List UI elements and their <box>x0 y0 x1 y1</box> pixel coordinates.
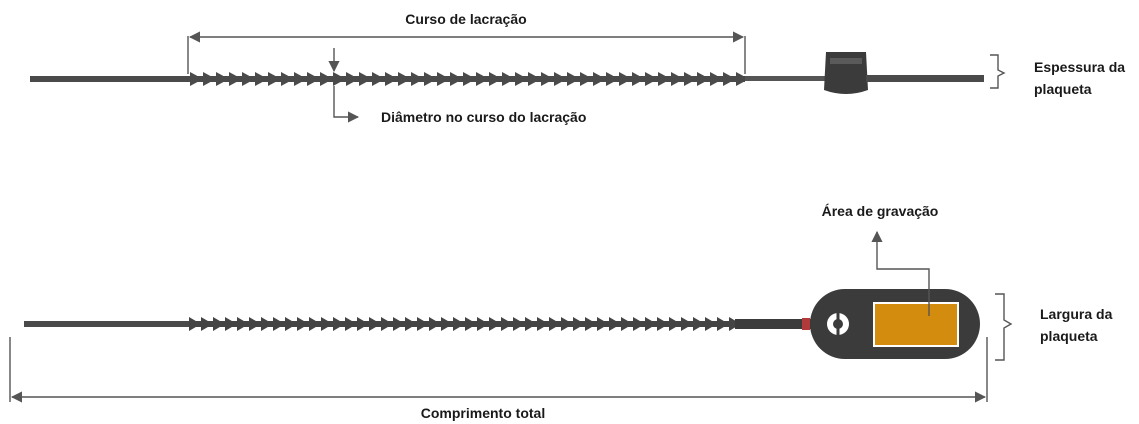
strap-tip-side <box>30 76 190 82</box>
strap-joint <box>802 318 810 330</box>
lock-head-highlight <box>830 58 862 64</box>
engraving-area <box>873 302 959 347</box>
diametro-dimension: Diâmetro no curso do lacração <box>328 48 586 125</box>
largura-label-line1: Largura da <box>1040 306 1113 322</box>
serrated-strap-side <box>190 72 749 86</box>
strap-neck-side <box>745 76 825 81</box>
strap-neck-top <box>735 319 813 329</box>
espessura-label-line1: Espessura da <box>1034 59 1125 75</box>
area-gravacao-label: Área de gravação <box>822 203 939 219</box>
curso-lacracao-label: Curso de lacração <box>405 11 526 27</box>
comprimento-total-dimension: Comprimento total <box>9 337 988 421</box>
serrated-strap-top <box>189 317 741 331</box>
strap-tip-top <box>24 321 189 327</box>
espessura-label-line2: plaqueta <box>1034 81 1092 97</box>
area-gravacao-callout: Área de gravação <box>822 203 939 316</box>
top-view <box>24 289 980 359</box>
side-view <box>30 52 984 94</box>
comprimento-total-label: Comprimento total <box>421 405 545 421</box>
largura-label-line2: plaqueta <box>1040 328 1098 344</box>
largura-dimension: Largura da plaqueta <box>995 293 1113 361</box>
diametro-label: Diâmetro no curso do lacração <box>381 109 586 125</box>
plaque-side <box>866 75 984 82</box>
curso-lacracao-dimension: Curso de lacração <box>187 11 746 74</box>
espessura-dimension: Espessura da plaqueta <box>990 54 1125 97</box>
keyhole-icon <box>827 313 849 335</box>
